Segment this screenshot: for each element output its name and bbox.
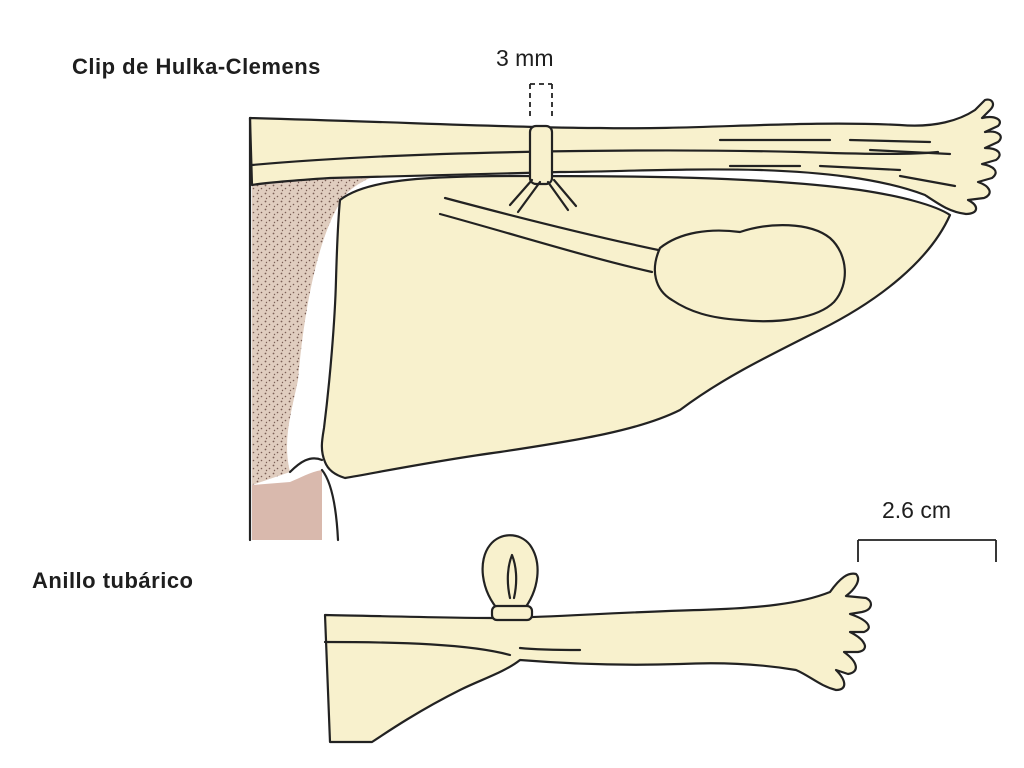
hulka-clemens-clip bbox=[528, 124, 554, 186]
tube-inner-line bbox=[250, 149, 940, 167]
ring-label: Anillo tubárico bbox=[32, 568, 194, 593]
stippled-region bbox=[252, 150, 520, 485]
dark-region bbox=[252, 470, 322, 540]
tube-loop bbox=[481, 534, 539, 614]
clip-legs bbox=[508, 178, 578, 214]
fimbria-lines bbox=[718, 138, 957, 188]
uterus-edge bbox=[248, 116, 340, 542]
ovary bbox=[653, 224, 846, 323]
broad-ligament bbox=[320, 174, 952, 480]
ovarian-ligament-bottom bbox=[438, 212, 654, 274]
clip-width-label: 3 mm bbox=[496, 45, 554, 71]
ovarian-ligament-top bbox=[443, 196, 670, 254]
upper-diagram: Clip de Hulka-Clemens 3 mm bbox=[72, 45, 1002, 542]
clip-label: Clip de Hulka-Clemens bbox=[72, 54, 321, 79]
lower-diagram: Anillo tubárico 2.6 cm bbox=[32, 497, 997, 744]
tube-loop-inner bbox=[506, 553, 518, 600]
lower-tube-body bbox=[323, 572, 872, 744]
scale-label: 2.6 cm bbox=[882, 497, 951, 523]
tubal-ring bbox=[490, 604, 534, 622]
lower-tube-inner bbox=[323, 640, 582, 657]
scale-bar bbox=[857, 539, 997, 562]
clip-measure-bracket bbox=[529, 83, 553, 118]
upper-tube bbox=[248, 98, 1002, 216]
